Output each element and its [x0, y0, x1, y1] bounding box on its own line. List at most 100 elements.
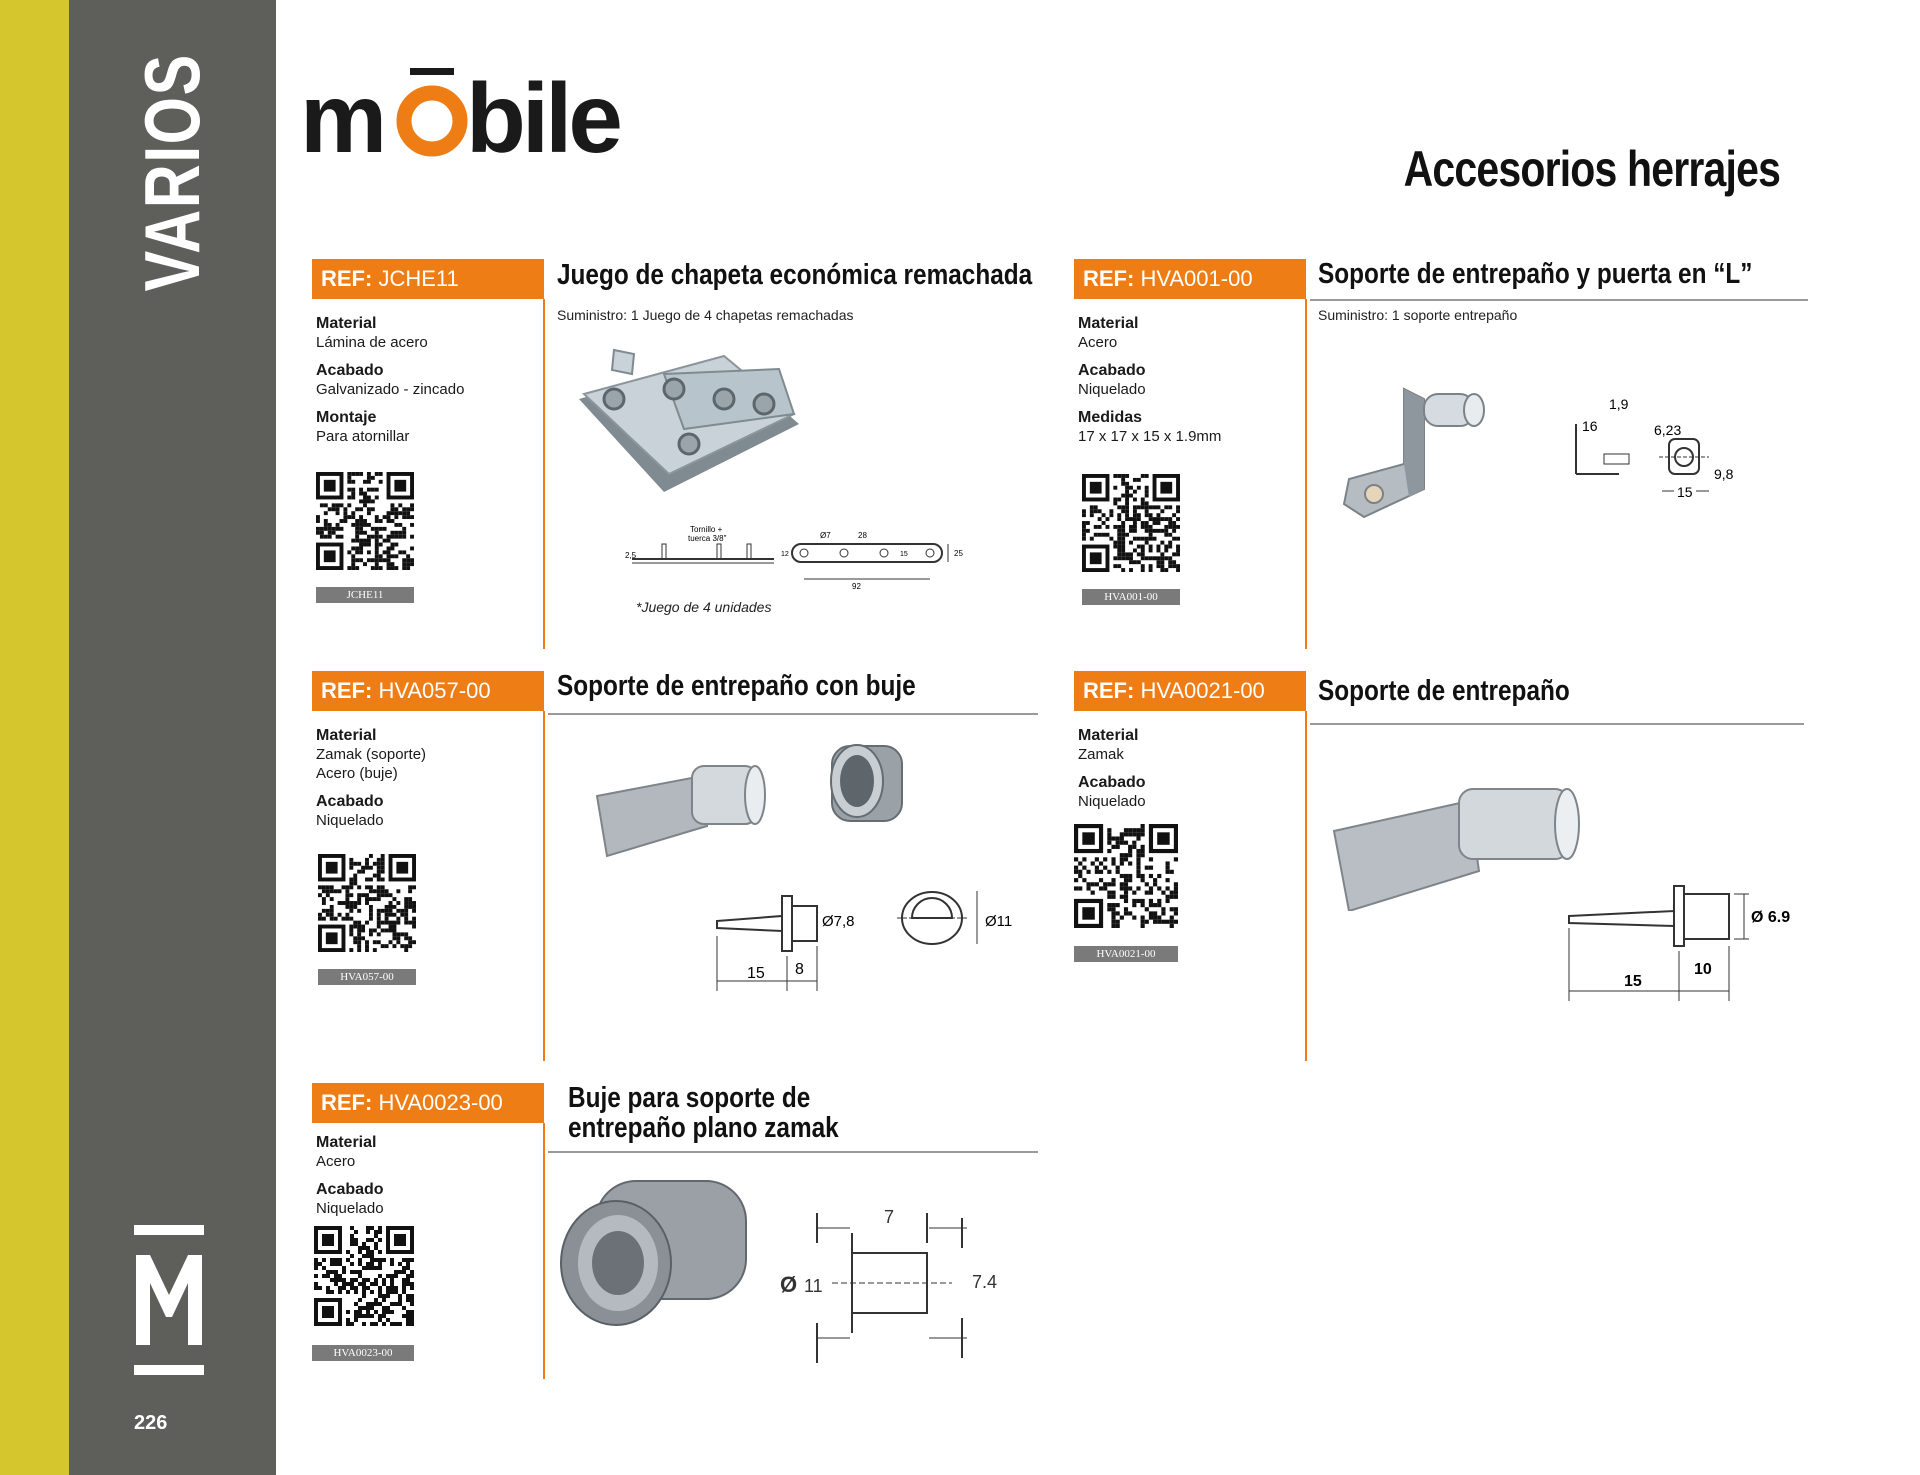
- dim-label: Tornillo +: [690, 525, 723, 534]
- ref-label: REF:: [321, 266, 373, 291]
- ref-code: HVA0021-00: [1140, 678, 1265, 703]
- spec-label: Acabado: [316, 1181, 384, 1198]
- dim-label: 10: [1694, 961, 1712, 978]
- dim-label: 6,23: [1654, 422, 1681, 438]
- dim-label: 92: [852, 582, 861, 591]
- ref-bar: REF: HVA0023-00: [312, 1083, 544, 1123]
- spec-label: Montaje: [316, 409, 377, 426]
- product-card-hva001: REF: HVA001-00 Material Acero Acabado Ni…: [1074, 259, 1814, 649]
- spec-value: Zamak: [1078, 746, 1124, 763]
- spec-label: Material: [316, 727, 377, 744]
- product-title-line-1: Buje para soporte de: [568, 1082, 811, 1114]
- bushing-zamak-diagram: 7 Ø 11 7.4: [780, 1207, 997, 1363]
- shelf-support-illustration: [1332, 788, 1580, 911]
- title-rule: [548, 1151, 1038, 1153]
- title-rule: [548, 713, 1038, 715]
- spec-label: Material: [316, 1134, 377, 1151]
- rivet-plate-diagram: 2,5 Tornillo + tuerca 3/8" 92 Ø7 28 25 1…: [625, 525, 963, 591]
- dim-label: 15: [747, 965, 765, 982]
- product-card-jche11: REF: JCHE11 Material Lámina de acero Aca…: [312, 259, 1052, 649]
- l-bracket-illustration: [1342, 387, 1485, 519]
- svg-text:m: m: [300, 63, 383, 160]
- svg-text:bile: bile: [466, 63, 620, 160]
- spec-value: Niquelado: [316, 812, 384, 829]
- bushing-zamak-illustration: [560, 1180, 747, 1326]
- spec-list: Material Acero Acabado Niquelado Medidas…: [1078, 314, 1298, 455]
- supply-text: Suministro: 1 soporte entrepaño: [1318, 307, 1518, 323]
- footnote: *Juego de 4 unidades: [636, 599, 772, 615]
- ref-code: HVA0023-00: [378, 1090, 503, 1115]
- shelf-pin-diagram: 15 8 Ø7,8 Ø11: [716, 891, 1012, 991]
- dim-label: 1,9: [1609, 396, 1629, 412]
- spec-label: Material: [1078, 315, 1139, 332]
- qr-code[interactable]: [1074, 824, 1178, 928]
- qr-caption: HVA0023-00: [312, 1345, 414, 1361]
- divider-line: [1305, 711, 1307, 1061]
- ref-label: REF:: [1083, 678, 1135, 703]
- qr-code[interactable]: [316, 472, 414, 570]
- spec-label: Acabado: [316, 362, 384, 379]
- dim-label: 8: [795, 961, 804, 978]
- ref-bar: REF: JCHE11: [312, 259, 544, 299]
- spec-value: 17 x 17 x 15 x 1.9mm: [1078, 428, 1222, 445]
- dim-label: 15: [900, 551, 908, 558]
- ref-label: REF:: [321, 1090, 373, 1115]
- dim-label: Ø7: [820, 531, 831, 540]
- spec-value: Zamak (soporte) Acero (buje): [316, 746, 427, 782]
- divider-line: [543, 711, 545, 1061]
- page-heading: Accesorios herrajes: [1403, 141, 1781, 197]
- brand-m-icon: [134, 1225, 204, 1375]
- shelf-pin-illustration: [595, 765, 766, 858]
- dim-label: Ø 6.9: [1751, 909, 1790, 926]
- spec-label: Material: [1078, 727, 1139, 744]
- dim-label: 15: [1677, 484, 1693, 499]
- qr-caption: HVA001-00: [1082, 589, 1180, 605]
- bushing-illustration: [830, 744, 903, 822]
- ref-bar: REF: HVA001-00: [1074, 259, 1306, 299]
- product-card-hva057: REF: HVA057-00 Material Zamak (soporte) …: [312, 671, 1052, 1061]
- divider-line: [543, 299, 545, 649]
- dim-label: 11: [804, 1276, 823, 1296]
- product-title: Soporte de entrepaño: [1318, 675, 1570, 707]
- qr-code[interactable]: [1082, 474, 1180, 572]
- spec-list: Material Zamak (soporte) Acero (buje) Ac…: [316, 726, 536, 839]
- title-rule: [1310, 299, 1808, 301]
- qr-caption: JCHE11: [316, 587, 414, 603]
- ref-label: REF:: [321, 678, 373, 703]
- ref-bar: REF: HVA057-00: [312, 671, 544, 711]
- diameter-symbol: Ø: [780, 1272, 797, 1297]
- dim-label: 15: [1624, 973, 1642, 990]
- ref-code: HVA001-00: [1140, 266, 1253, 291]
- spec-value: Lámina de acero: [316, 334, 428, 351]
- spec-value: Niquelado: [1078, 793, 1146, 810]
- shelf-support-diagram: Ø 6.9 15 10: [1568, 885, 1790, 1001]
- dim-label: 9,8: [1714, 466, 1734, 482]
- qr-code[interactable]: [318, 854, 416, 952]
- dim-label: 7: [884, 1207, 894, 1227]
- spec-list: Material Zamak Acabado Niquelado: [1078, 726, 1298, 820]
- spec-label: Acabado: [1078, 774, 1146, 791]
- product-card-hva0023: REF: HVA0023-00 Material Acero Acabado N…: [312, 1083, 1052, 1383]
- product-title-line-2: entrepaño plano zamak: [568, 1112, 839, 1144]
- spec-value: Para atornillar: [316, 428, 410, 445]
- ref-bar: REF: HVA0021-00: [1074, 671, 1306, 711]
- product-title: Soporte de entrepaño y puerta en “L”: [1318, 258, 1753, 290]
- side-color-strip: [0, 0, 69, 1475]
- spec-label: Medidas: [1078, 409, 1143, 426]
- spec-value: Acero: [1078, 334, 1118, 351]
- spec-value: Niquelado: [1078, 381, 1146, 398]
- spec-label: Acabado: [316, 793, 384, 810]
- dim-label: 16: [1582, 418, 1598, 434]
- title-rule: [1310, 723, 1804, 725]
- spec-value: Galvanizado - zincado: [316, 381, 465, 398]
- dim-label: Ø11: [985, 913, 1012, 930]
- dim-label: 7.4: [972, 1272, 997, 1292]
- rivet-plate-illustration: [579, 348, 799, 492]
- spec-label: Material: [316, 315, 377, 332]
- supply-text: Suministro: 1 Juego de 4 chapetas remach…: [557, 307, 854, 323]
- qr-code[interactable]: [314, 1226, 414, 1326]
- l-bracket-diagram: 1,9 16 6,23 9,8 15: [1575, 396, 1734, 499]
- dim-label: tuerca 3/8": [688, 534, 727, 543]
- divider-line: [543, 1123, 545, 1379]
- ref-code: JCHE11: [378, 266, 459, 291]
